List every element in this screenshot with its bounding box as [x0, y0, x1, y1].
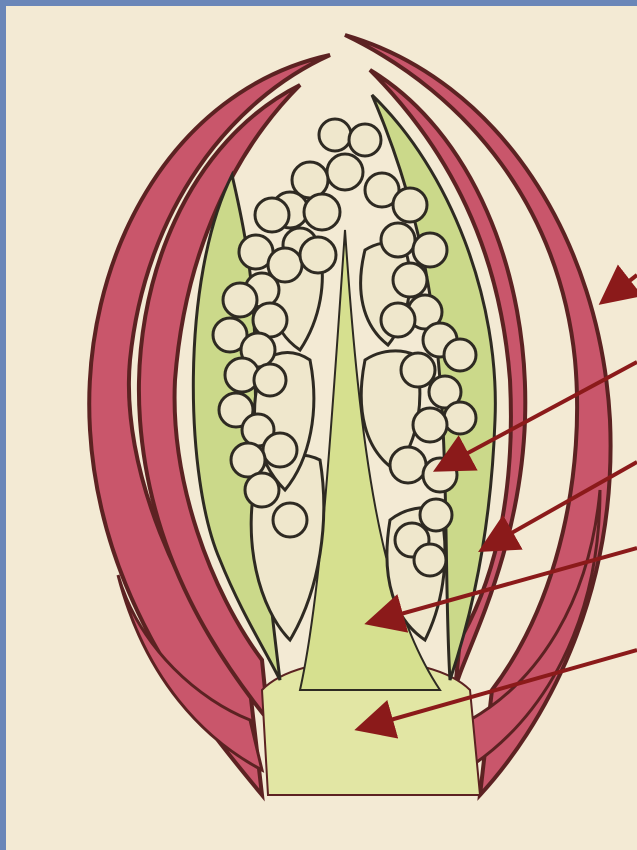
primordium-bead-10 [300, 237, 336, 273]
arrow-scale-leaf [605, 275, 637, 300]
primordium-bead-22 [245, 473, 279, 507]
primordium-bead-7 [255, 198, 289, 232]
primordium-bead-39 [420, 499, 452, 531]
primordium-bead-20 [263, 433, 297, 467]
primordium-bead-26 [381, 223, 415, 257]
primordium-bead-41 [414, 544, 446, 576]
primordium-bead-1 [349, 124, 381, 156]
primordium-bead-27 [413, 233, 447, 267]
caption-fragment [8, 812, 637, 850]
primordium-bead-36 [413, 408, 447, 442]
primordium-bead-33 [401, 353, 435, 387]
primordium-bead-28 [393, 263, 427, 297]
primordium-bead-23 [273, 503, 307, 537]
primordium-bead-0 [319, 119, 351, 151]
primordium-bead-32 [444, 339, 476, 371]
primordium-bead-37 [390, 447, 426, 483]
primordium-bead-35 [444, 402, 476, 434]
primordium-bead-5 [304, 194, 340, 230]
primordium-bead-12 [223, 283, 257, 317]
primordium-bead-30 [381, 303, 415, 337]
primordium-bead-25 [393, 188, 427, 222]
primordium-bead-2 [327, 154, 363, 190]
primordium-bead-17 [254, 364, 286, 396]
